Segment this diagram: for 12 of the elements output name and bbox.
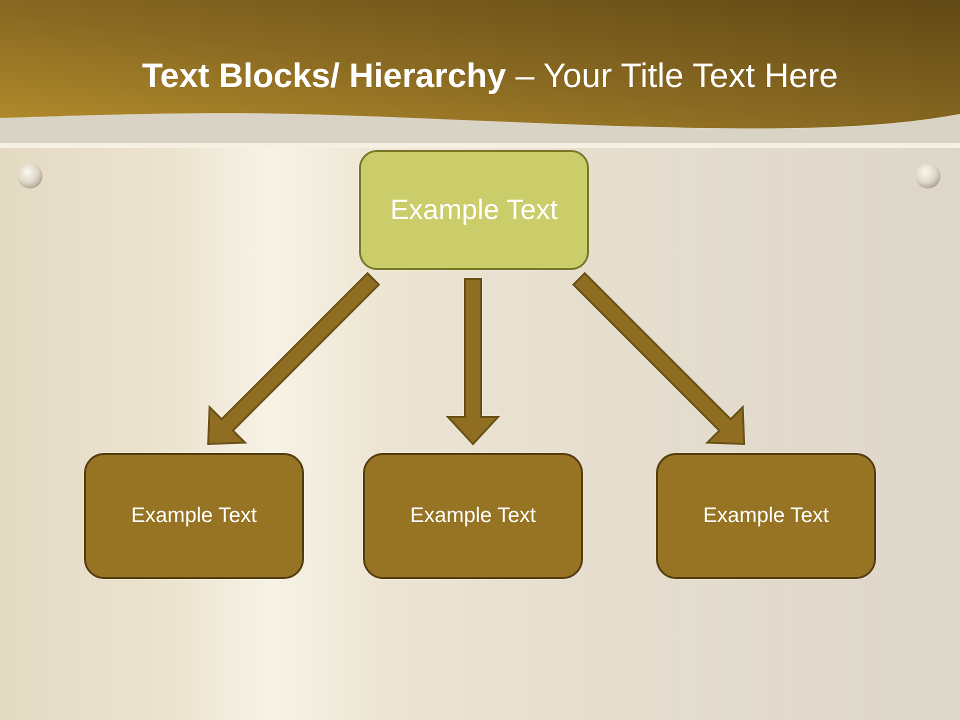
process-box: [359, 150, 589, 270]
box-label: Example Text: [390, 194, 558, 226]
box-label: Example Text: [131, 504, 257, 528]
process-box: [656, 453, 876, 579]
box-label: Example Text: [410, 504, 536, 528]
arrow: [446, 278, 500, 446]
process-box: [363, 453, 583, 579]
arrow: [572, 272, 746, 446]
process-box: [84, 453, 304, 579]
slide-title: Text Blocks/ Hierarchy – Your Title Text Here: [140, 56, 840, 96]
arrow: [207, 272, 380, 446]
box-label: Example Text: [703, 504, 829, 528]
